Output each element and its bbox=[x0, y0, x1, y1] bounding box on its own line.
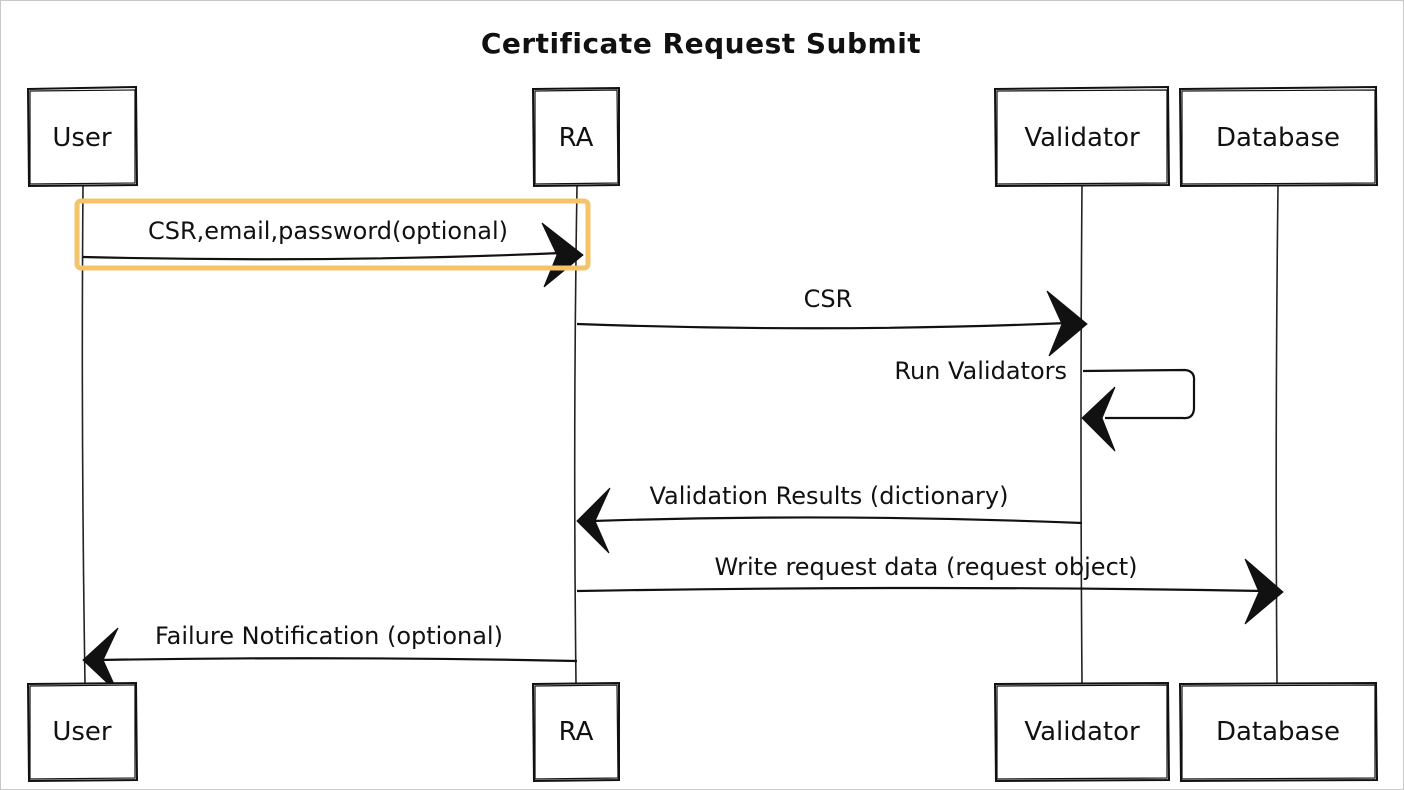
participant-box-validator-top: Validator bbox=[993, 85, 1171, 188]
message-failure-notification: Failure Notification (optional) bbox=[82, 622, 578, 694]
message-csr: CSR bbox=[576, 285, 1088, 357]
participant-label: RA bbox=[559, 717, 594, 747]
participant-box-ra-top: RA bbox=[531, 86, 620, 188]
message-run-validators: Run Validators bbox=[894, 357, 1196, 452]
arrowhead-icon bbox=[541, 222, 584, 288]
message-label: Write request data (request object) bbox=[714, 553, 1137, 581]
lifeline-user bbox=[81, 185, 86, 684]
message-write-request-data: Write request data (request object) bbox=[576, 553, 1284, 625]
participant-box-validator-bottom: Validator bbox=[993, 681, 1171, 783]
message-label: CSR,email,password(optional) bbox=[148, 217, 508, 245]
participant-box-user-top: User bbox=[26, 85, 139, 188]
lifeline-validator bbox=[1080, 185, 1083, 684]
message-label: CSR bbox=[804, 285, 853, 313]
participant-label: Validator bbox=[1024, 717, 1140, 747]
lifeline-database bbox=[1275, 185, 1279, 684]
participant-label: Database bbox=[1216, 717, 1340, 747]
participant-label: Database bbox=[1216, 123, 1340, 153]
participant-box-user-bottom: User bbox=[26, 681, 139, 783]
arrowhead-icon bbox=[1244, 558, 1284, 625]
arrowhead-icon bbox=[576, 487, 611, 554]
message-label: Validation Results (dictionary) bbox=[649, 482, 1008, 510]
message-validation-results: Validation Results (dictionary) bbox=[576, 482, 1083, 554]
message-label: Failure Notification (optional) bbox=[155, 622, 503, 650]
participant-label: RA bbox=[559, 123, 594, 153]
participant-box-database-top: Database bbox=[1178, 85, 1379, 188]
arrowhead-icon bbox=[1081, 386, 1116, 452]
diagram-title: Certificate Request Submit bbox=[481, 27, 921, 60]
participant-label: User bbox=[52, 717, 112, 747]
highlight-box bbox=[74, 198, 591, 271]
arrowhead-icon bbox=[1046, 290, 1088, 357]
participant-box-database-bottom: Database bbox=[1178, 681, 1379, 783]
participant-label: Validator bbox=[1024, 123, 1140, 153]
message-label: Run Validators bbox=[894, 357, 1067, 385]
participant-label: User bbox=[52, 123, 112, 153]
message-csr-email-password: CSR,email,password(optional) bbox=[74, 198, 591, 288]
participant-box-ra-bottom: RA bbox=[531, 681, 620, 783]
